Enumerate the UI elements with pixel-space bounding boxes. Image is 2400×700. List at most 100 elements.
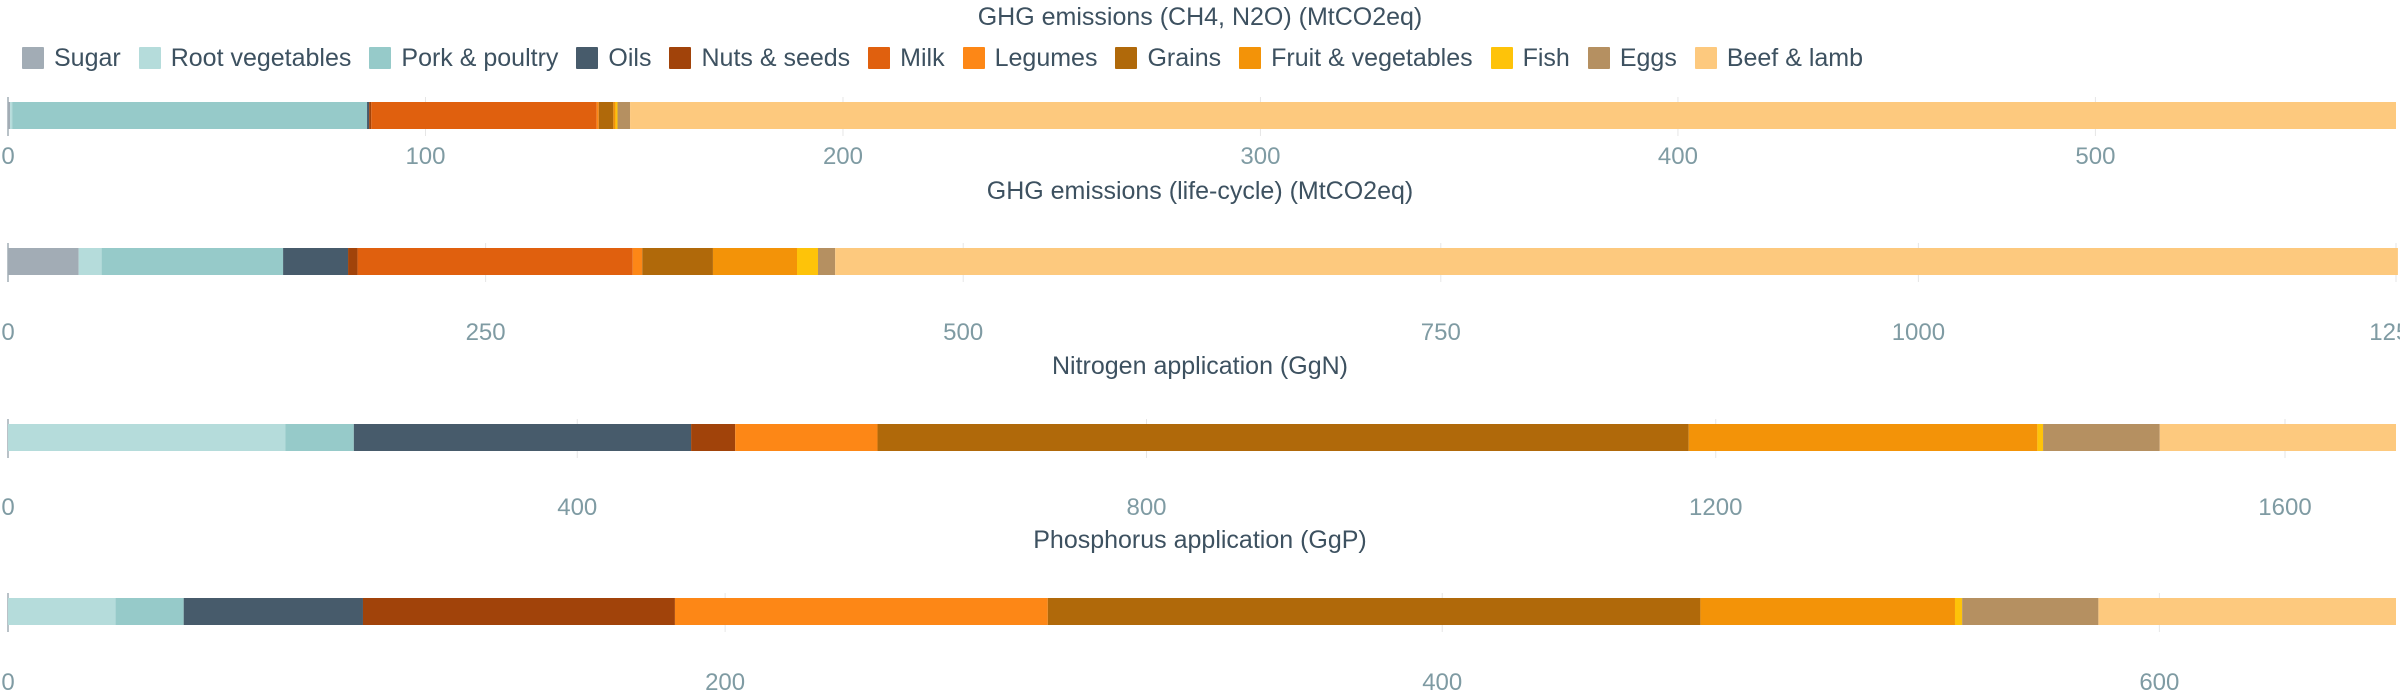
bar-segment <box>598 102 614 129</box>
legend-swatch <box>1694 47 1717 69</box>
legend-item[interactable]: Fruit & vegetables <box>1239 44 1473 73</box>
bar-segment <box>369 102 372 129</box>
bar-segment <box>2159 424 2396 451</box>
legend-item[interactable]: Oils <box>576 44 651 73</box>
tick-label: 1600 <box>2258 494 2311 521</box>
bar-segment <box>712 248 797 275</box>
bar-segment <box>183 598 363 625</box>
bar-segment <box>674 598 1048 625</box>
bar-segment <box>632 248 643 275</box>
chart-legend: Sugar Root vegetables Pork & poultry Oils Nu… <box>22 42 1881 74</box>
bar-segment <box>630 102 2396 129</box>
chart-title: Phosphorus application (GgP) <box>1033 526 1367 554</box>
legend-label: Root vegetables <box>170 43 352 72</box>
bar-segment <box>1962 598 2099 625</box>
bar-segment <box>12 102 368 129</box>
legend-label: Sugar <box>54 43 121 72</box>
bar-segment <box>2098 598 2396 625</box>
bar-segment <box>8 424 286 451</box>
bar-segment <box>2043 424 2160 451</box>
legend-swatch <box>868 47 891 69</box>
legend-swatch <box>962 47 985 69</box>
tick-label: 0 <box>1 669 14 696</box>
legend-item[interactable]: Root vegetables <box>138 43 352 73</box>
chart-title: GHG emissions (life-cycle) (MtCO2eq) <box>987 177 1413 205</box>
bar-segment <box>8 248 79 275</box>
bar-segment <box>613 102 616 129</box>
tick-label: 750 <box>1421 319 1461 346</box>
bar-segment <box>617 102 631 129</box>
bar-segment <box>10 102 13 129</box>
bar-segment <box>818 248 836 275</box>
bar-segment <box>796 248 819 275</box>
tick-label: 800 <box>1126 494 1166 521</box>
legend-label: Legumes <box>994 43 1098 72</box>
legend-item[interactable]: Fish <box>1490 43 1570 73</box>
legend-swatch <box>1115 47 1138 69</box>
tick-label: 100 <box>405 143 445 170</box>
legend-label: Grains <box>1147 43 1222 72</box>
tick-label: 1000 <box>1892 319 1945 346</box>
legend-item[interactable]: Milk <box>868 43 945 73</box>
bar-segment <box>877 424 1689 451</box>
legend-swatch <box>369 47 392 69</box>
legend-item[interactable]: Sugar <box>22 44 121 73</box>
bar-segment <box>115 598 184 625</box>
legend-label: Fish <box>1522 43 1570 72</box>
legend-label: Beef & lamb <box>1726 43 1864 72</box>
bar-segment <box>835 248 2398 275</box>
bar-segment <box>8 102 11 129</box>
legend-label: Milk <box>900 43 945 72</box>
tick-label: 1250 <box>2369 319 2400 346</box>
tick-label: 300 <box>1240 143 1280 170</box>
bar-segment <box>101 248 284 275</box>
bar-segment <box>1700 598 1955 625</box>
legend-label: Pork & poultry <box>401 43 559 72</box>
bar-segment <box>596 102 599 129</box>
bar-segment <box>8 598 116 625</box>
tick-label: 0 <box>1 319 14 346</box>
tick-label: 250 <box>466 319 506 346</box>
tick-label: 1200 <box>1689 494 1742 521</box>
bar-segment <box>642 248 713 275</box>
legend-swatch <box>138 47 161 69</box>
bar-segment <box>283 248 349 275</box>
legend-swatch <box>1587 47 1610 69</box>
bar-segment <box>1954 598 1963 625</box>
tick-label: 0 <box>1 494 14 521</box>
tick-label: 200 <box>823 143 863 170</box>
legend-item[interactable]: Legumes <box>962 43 1098 73</box>
legend-label: Nuts & seeds <box>701 43 851 72</box>
tick-label: 500 <box>2075 143 2115 170</box>
bar-segment <box>691 424 736 451</box>
tick-label: 200 <box>705 669 745 696</box>
bar-segment <box>353 424 692 451</box>
bar-segment <box>348 248 358 275</box>
bar-segment <box>2037 424 2044 451</box>
bar-segment <box>367 102 370 129</box>
legend-swatch <box>669 47 692 69</box>
legend-item[interactable]: Grains <box>1115 44 1221 73</box>
legend-item[interactable]: Beef & lamb <box>1694 43 1864 73</box>
bar-segment <box>357 248 633 275</box>
tick-label: 600 <box>2139 669 2179 696</box>
chart-title: Nitrogen application (GgN) <box>1052 352 1348 380</box>
legend-item[interactable]: Pork & poultry <box>369 44 558 73</box>
chart-title: GHG emissions (CH4, N2O) (MtCO2eq) <box>978 3 1423 31</box>
tick-label: 0 <box>1 143 14 170</box>
tick-label: 400 <box>1422 669 1462 696</box>
legend-swatch <box>1239 47 1262 69</box>
bar-segment <box>371 102 597 129</box>
tick-label: 400 <box>557 494 597 521</box>
bar-segment <box>362 598 675 625</box>
legend-item[interactable]: Nuts & seeds <box>669 44 850 73</box>
legend-label: Eggs <box>1619 43 1677 72</box>
bar-segment <box>1047 598 1701 625</box>
legend-item[interactable]: Eggs <box>1587 43 1677 73</box>
bar-segment <box>78 248 102 275</box>
legend-label: Fruit & vegetables <box>1271 43 1473 72</box>
legend-swatch <box>576 47 599 69</box>
bar-segment <box>615 102 618 129</box>
bar-segment <box>735 424 878 451</box>
